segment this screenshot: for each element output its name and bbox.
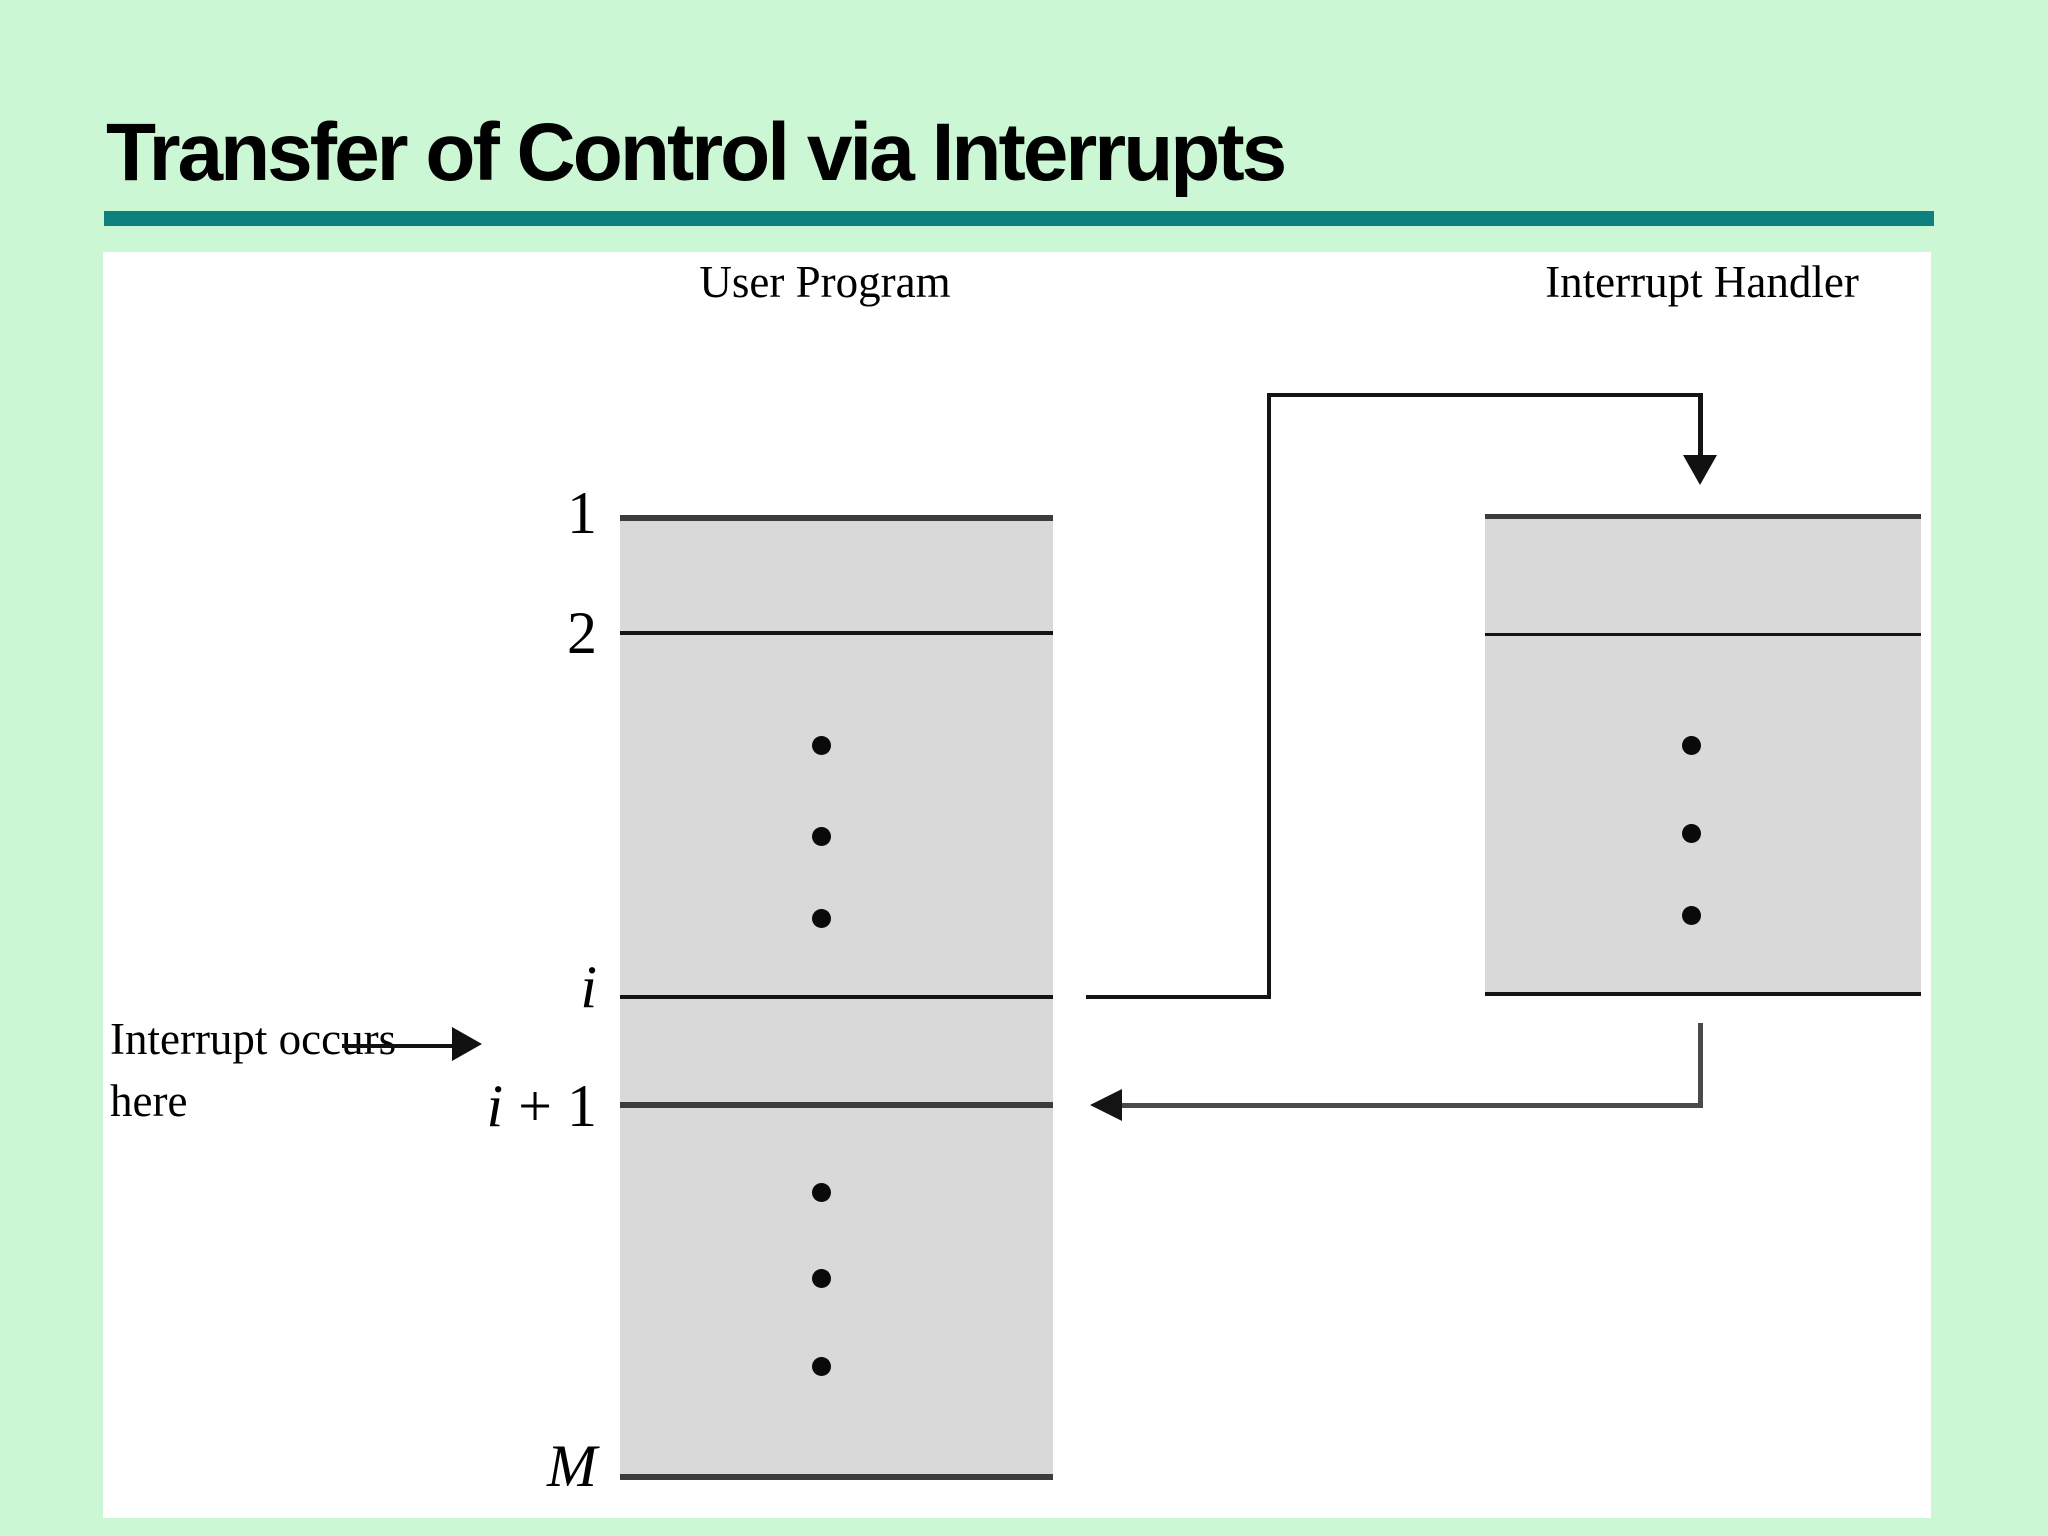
- row-label-m: M: [547, 1433, 597, 1499]
- ellipsis-dot: [812, 1183, 831, 1202]
- column-label-user-program: User Program: [699, 257, 951, 307]
- annotation-interrupt-occurs-here: Interrupt occurs here: [110, 1014, 397, 1126]
- ellipsis-dot: [1682, 906, 1701, 925]
- return-path-vertical: [1698, 1023, 1703, 1108]
- call-path-vertical-drop: [1698, 393, 1703, 455]
- row-label-i-plus-1: i + 1: [486, 1073, 597, 1139]
- user-program-line-i-plus-1: [620, 1102, 1053, 1108]
- arrowhead-down-icon: [1683, 455, 1717, 485]
- title-underline-divider: [104, 211, 1934, 226]
- call-path-vertical-riser: [1267, 393, 1271, 999]
- row-label-2: 2: [567, 600, 597, 666]
- interrupt-handler-box: [1485, 514, 1921, 996]
- column-label-interrupt-handler: Interrupt Handler: [1545, 257, 1859, 307]
- ellipsis-dot: [1682, 736, 1701, 755]
- return-path-horizontal: [1122, 1103, 1703, 1108]
- user-program-line-i: [620, 995, 1053, 999]
- ellipsis-dot: [1682, 824, 1701, 843]
- interrupt-handler-line-2: [1485, 633, 1921, 636]
- user-program-line-2: [620, 631, 1053, 635]
- slide-title: Transfer of Control via Interrupts: [106, 107, 1287, 198]
- row-label-1: 1: [567, 480, 597, 546]
- call-path-horizontal-top: [1267, 393, 1703, 397]
- ellipsis-dot: [812, 909, 831, 928]
- ellipsis-dot: [812, 1357, 831, 1376]
- ellipsis-dot: [812, 1269, 831, 1288]
- annotation-arrow-line: [342, 1044, 452, 1048]
- arrowhead-right-icon: [452, 1027, 482, 1061]
- ellipsis-dot: [812, 736, 831, 755]
- row-label-i: i: [580, 954, 597, 1020]
- ellipsis-dot: [812, 827, 831, 846]
- call-path-horizontal-from-line-i: [1086, 995, 1271, 999]
- arrowhead-left-icon: [1090, 1089, 1122, 1121]
